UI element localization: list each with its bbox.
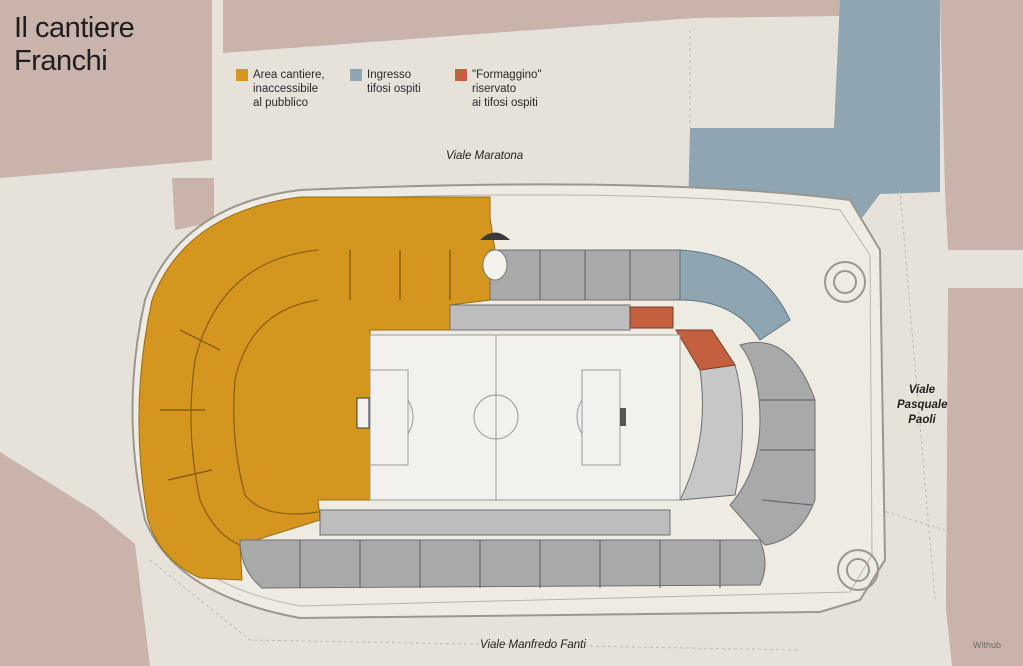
street-north: Viale Maratona xyxy=(446,150,524,162)
legend-cantiere: Area cantiere, inaccessibile al pubblico xyxy=(236,68,325,110)
roundabouts xyxy=(824,261,879,591)
legend-swatch-blue xyxy=(350,69,362,81)
paths xyxy=(149,30,946,651)
map-title: Il cantiere Franchi xyxy=(14,12,135,78)
legend-text: riservato xyxy=(472,83,517,95)
block-northwest xyxy=(0,0,212,178)
block-small-west xyxy=(172,178,214,230)
formaggino xyxy=(629,306,674,329)
street-east: Viale Pasquale Paoli xyxy=(897,383,948,428)
title-line-2: Franchi xyxy=(14,45,108,77)
stand-ribs xyxy=(160,250,815,588)
street-south: Viale Manfredo Fanti xyxy=(480,639,586,651)
legend-text: "Formaggino" xyxy=(472,69,542,81)
formaggino-corner xyxy=(675,329,736,371)
street-east-line: Paoli xyxy=(908,414,936,426)
street-east-line: Viale xyxy=(908,384,936,396)
stand-east-upper xyxy=(679,249,791,341)
marathon-tower xyxy=(480,232,510,281)
legend-swatch-orange xyxy=(236,69,248,81)
legend-text: ai tifosi ospiti xyxy=(472,97,538,109)
stand-north-inner-grey xyxy=(449,304,631,331)
block-east xyxy=(946,288,1023,666)
stand-south-inner xyxy=(319,509,671,536)
legend-text: tifosi ospiti xyxy=(367,83,421,95)
stand-east-grey xyxy=(729,341,816,546)
block-southwest xyxy=(0,452,150,666)
legend-text: Area cantiere, xyxy=(253,69,325,81)
legend-text: inaccessibile xyxy=(253,83,319,95)
legend-ospiti: Ingresso tifosi ospiti xyxy=(350,68,421,96)
block-northeast xyxy=(940,0,1023,250)
legend-formaggino: "Formaggino" riservato ai tifosi ospiti xyxy=(455,68,542,110)
construction-stand-outline xyxy=(190,249,319,546)
street-east-line: Pasquale xyxy=(897,399,948,411)
stand-east-inner xyxy=(679,364,743,501)
stand-south-grey xyxy=(239,539,766,589)
title-line-1: Il cantiere xyxy=(14,12,135,44)
legend-text: al pubblico xyxy=(253,97,308,109)
stands xyxy=(239,249,816,589)
credit: Withub xyxy=(972,640,1001,650)
legend-swatch-red xyxy=(455,69,467,81)
legend-text: Ingresso xyxy=(367,69,412,81)
pitch xyxy=(356,334,681,501)
block-north xyxy=(223,0,840,53)
